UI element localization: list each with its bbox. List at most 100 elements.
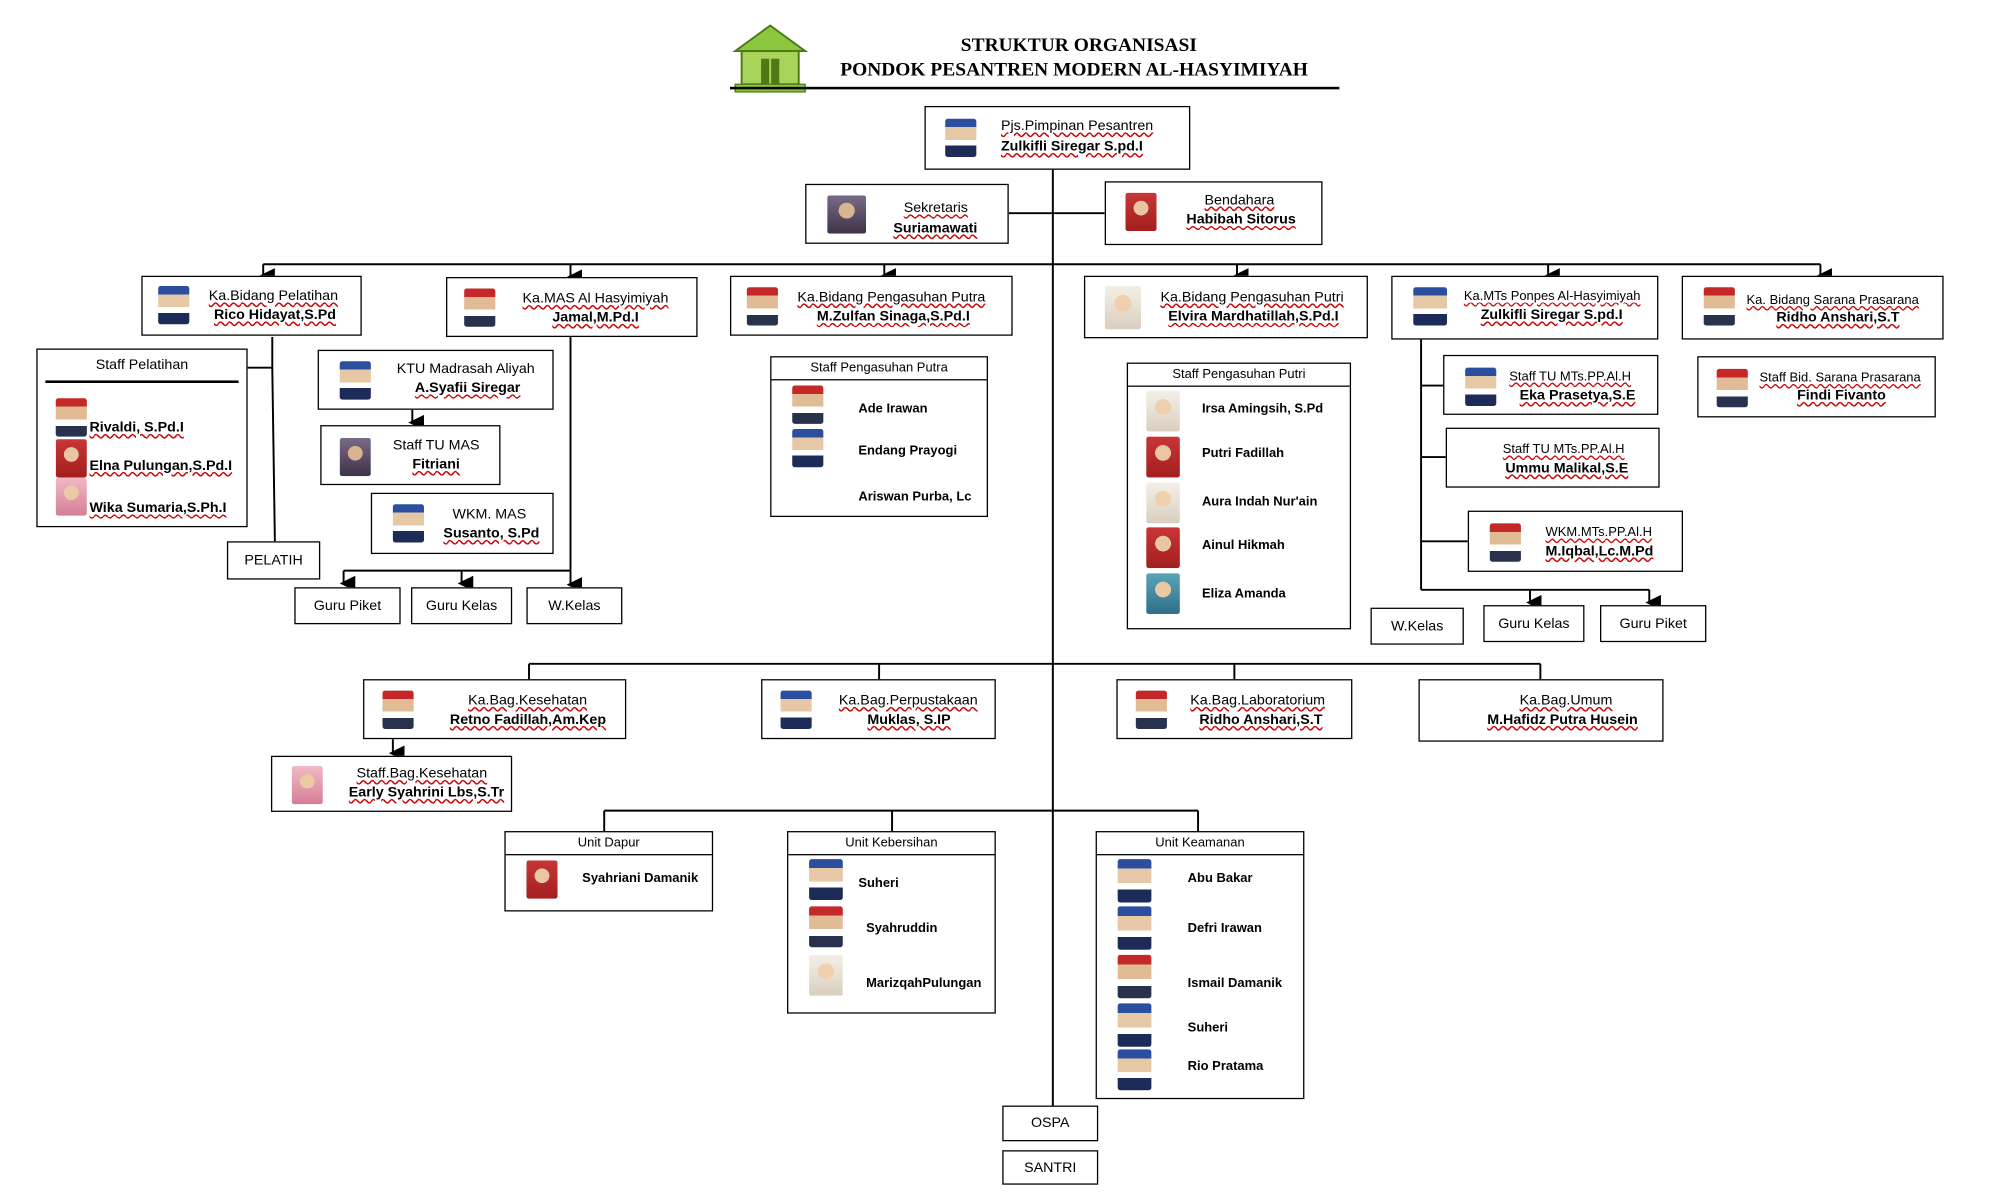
unit-kebersihan-photo-1 <box>809 859 843 901</box>
unit-keamanan-photo-5 <box>1117 1049 1152 1091</box>
staff-putra-title: Staff Pengasuhan Putra <box>771 357 987 381</box>
unit-keamanan-member-1: Abu Bakar <box>1187 871 1253 886</box>
unit-keamanan-photo-4 <box>1117 1003 1152 1047</box>
head-mas-photo <box>464 288 496 327</box>
staff-tu-mas-box: Staff TU MAS Fitriani <box>320 425 501 486</box>
mts-w-kelas-box: W.Kelas <box>1370 607 1464 645</box>
bendahara-title: Bendahara <box>1204 192 1275 209</box>
mts-wkm-name: M.Iqbal,Lc.M.Pd <box>1545 543 1654 560</box>
unit-kebersihan-title: Unit Kebersihan <box>788 832 995 856</box>
bag-laboratorium-title: Ka.Bag.Laboratorium <box>1190 693 1326 709</box>
mas-w-kelas-box: W.Kelas <box>526 587 623 625</box>
sekretaris-name: Suriamawati <box>893 220 978 237</box>
wkm-mas-box: WKM. MAS Susanto, S.Pd <box>370 492 554 555</box>
head-pengasuhan-putri-box: Ka.Bidang Pengasuhan Putri Elvira Mardha… <box>1083 275 1368 339</box>
leader-photo <box>945 118 977 158</box>
unit-keamanan-box: Unit Keamanan Abu Bakar Defri Irawan Ism… <box>1095 831 1305 1100</box>
bag-kesehatan-photo <box>382 690 414 729</box>
head-mas-title: Ka.MAS Al Hasyimiyah <box>522 291 669 307</box>
staff-putra-member-3: Ariswan Purba, Lc <box>858 490 972 505</box>
head-sarana-photo <box>1703 287 1735 326</box>
leader-name: Zulkifli Siregar S.pd.I <box>1000 139 1143 155</box>
staff-pelatihan-member-2: Elna Pulungan,S.Pd.I <box>89 458 233 474</box>
mts-staff-tu1-box: Staff TU MTs.PP.Al.H Eka Prasetya,S.E <box>1443 354 1659 415</box>
ktu-mas-title: KTU Madrasah Aliyah <box>396 361 535 377</box>
mts-staff-tu2-title: Staff TU MTs.PP.Al.H <box>1502 442 1625 458</box>
staff-putri-photo-4 <box>1146 527 1180 569</box>
unit-dapur-photo-1 <box>526 860 558 899</box>
head-mts-box: Ka.MTs Ponpes Al-Hasyimiyah Zulkifli Sir… <box>1391 275 1659 340</box>
head-mas-name: Jamal,M.Pd.I <box>552 310 639 326</box>
staff-putra-member-2: Endang Prayogi <box>858 444 958 459</box>
ktu-mas-name: A.Syafii Siregar <box>414 380 521 396</box>
mts-staff-tu1-title: Staff TU MTs.PP.Al.H <box>1509 370 1632 385</box>
head-putri-photo <box>1104 285 1142 330</box>
unit-kebersihan-box: Unit Kebersihan Suheri Syahruddin Marizq… <box>787 831 996 1014</box>
unit-keamanan-photo-3 <box>1117 954 1152 999</box>
staff-kesehatan-photo <box>291 765 323 805</box>
unit-keamanan-member-2: Defri Irawan <box>1187 921 1262 936</box>
unit-keamanan-member-4: Suheri <box>1187 1021 1229 1036</box>
bag-kesehatan-name: Retno Fadillah,Am.Kep <box>449 712 607 728</box>
wkm-mas-title: WKM. MAS <box>452 506 527 523</box>
head-putri-title: Ka.Bidang Pengasuhan Putri <box>1160 289 1344 306</box>
staff-pelatihan-member-3: Wika Sumaria,S.Ph.I <box>89 500 227 516</box>
staff-putri-photo-1 <box>1146 390 1180 432</box>
mas-guru-kelas-box: Guru Kelas <box>411 587 513 625</box>
staff-putri-member-5: Eliza Amanda <box>1201 587 1286 602</box>
bag-perpustakaan-name: Muklas, S.IP <box>867 712 951 728</box>
unit-kebersihan-member-2: Syahruddin <box>866 921 938 936</box>
bendahara-box: Bendahara Habibah Sitorus <box>1104 181 1323 246</box>
wkm-mas-photo <box>392 504 424 543</box>
mts-guru-kelas-box: Guru Kelas <box>1483 605 1585 643</box>
pelatih-box: PELATIH <box>226 541 321 580</box>
bag-kesehatan-title: Ka.Bag.Kesehatan <box>468 693 588 709</box>
mts-wkm-title: WKM.MTs.PP.Al.H <box>1545 525 1652 541</box>
staff-kesehatan-name: Early Syahrini Lbs,S.Tr <box>348 785 505 801</box>
bag-umum-box: Ka.Bag.Umum M.Hafidz Putra Husein <box>1418 679 1664 742</box>
staff-putri-member-2: Putri Fadillah <box>1201 446 1285 461</box>
bag-perpustakaan-box: Ka.Bag.Perpustakaan Muklas, S.IP <box>761 679 996 740</box>
staff-pelatihan-member-1: Rivaldi, S.Pd.I <box>89 420 184 436</box>
header-rule <box>729 86 1340 90</box>
unit-kebersihan-member-1: Suheri <box>858 877 899 892</box>
bag-perpustakaan-title: Ka.Bag.Perpustakaan <box>838 693 978 709</box>
head-mts-photo <box>1413 287 1448 326</box>
leader-title: Pjs.Pimpinan Pesantren <box>1000 118 1154 135</box>
mts-staff-tu1-photo <box>1465 367 1497 406</box>
head-pelatihan-name: Rico Hidayat,S.Pd <box>213 307 337 323</box>
head-putra-name: M.Zulfan Sinaga,S.Pd.I <box>816 308 970 325</box>
staff-putra-member-1: Ade Irawan <box>858 402 928 417</box>
unit-kebersihan-member-3: MarizqahPulungan <box>866 976 982 991</box>
staff-putri-photo-3 <box>1146 482 1180 524</box>
staff-putra-box: Staff Pengasuhan Putra Ade Irawan Endang… <box>770 356 989 518</box>
unit-dapur-member-1: Syahriani Damanik <box>582 871 699 886</box>
head-putra-title: Ka.Bidang Pengasuhan Putra <box>797 289 986 306</box>
head-pengasuhan-putra-box: Ka.Bidang Pengasuhan Putra M.Zulfan Sina… <box>729 275 1013 336</box>
mts-guru-piket-box: Guru Piket <box>1600 605 1707 643</box>
santri-box: SANTRI <box>1002 1150 1099 1185</box>
staff-sarana-title: Staff Bid. Sarana Prasarana <box>1759 371 1921 386</box>
bendahara-name: Habibah Sitorus <box>1186 211 1296 228</box>
staff-putri-member-3: Aura Indah Nur'ain <box>1201 495 1318 510</box>
sekretaris-title: Sekretaris <box>903 200 968 216</box>
bag-perpustakaan-photo <box>780 690 812 729</box>
head-sarana-name: Ridho Anshari,S.T <box>1776 310 1900 326</box>
head-pelatihan-photo <box>158 285 190 325</box>
head-putri-name: Elvira Mardhatillah,S.Pd.I <box>1168 308 1339 325</box>
unit-keamanan-member-5: Rio Pratama <box>1187 1059 1264 1074</box>
head-sarana-title: Ka. Bidang Sarana Prasarana <box>1746 293 1919 308</box>
staff-putri-photo-2 <box>1146 436 1180 478</box>
leader-box: Pjs.Pimpinan Pesantren Zulkifli Siregar … <box>924 105 1191 170</box>
staff-pelatihan-photo-1 <box>55 398 87 437</box>
staff-kesehatan-box: Staff.Bag.Kesehatan Early Syahrini Lbs,S… <box>270 755 513 812</box>
staff-tu-mas-title: Staff TU MAS <box>392 437 480 454</box>
ktu-mas-photo <box>339 361 371 400</box>
unit-dapur-box: Unit Dapur Syahriani Damanik <box>504 831 714 912</box>
staff-sarana-photo <box>1716 368 1748 408</box>
mts-wkm-photo <box>1489 523 1521 562</box>
bag-umum-name: M.Hafidz Putra Husein <box>1487 712 1638 728</box>
sekretaris-box: Sekretaris Suriamawati <box>805 183 1009 244</box>
staff-sarana-box: Staff Bid. Sarana Prasarana Findi Fivant… <box>1697 356 1936 418</box>
